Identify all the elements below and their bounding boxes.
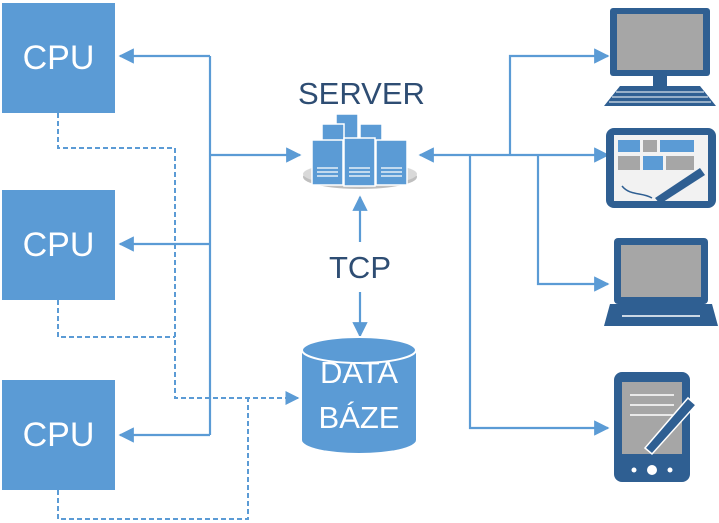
cpu-box-2: CPU (2, 190, 115, 300)
cpu-label: CPU (22, 38, 95, 77)
protocol-label: TCP (329, 250, 391, 285)
database-label-line-2: BÁZE (318, 400, 400, 435)
database-label-line-1: DATA (319, 355, 399, 390)
laptop-icon (604, 238, 718, 326)
cpu-label: CPU (22, 415, 95, 454)
server-label: SERVER (298, 76, 425, 111)
cpu-label: CPU (22, 225, 95, 264)
pda-icon (614, 372, 698, 482)
tablet-icon (606, 128, 716, 208)
cpu-box-3: CPU (2, 380, 115, 490)
cpu-box-1: CPU (2, 3, 115, 113)
server-cpu-links (118, 48, 302, 443)
database-icon (301, 336, 417, 453)
monitor-icon (604, 8, 716, 106)
server-icon (303, 113, 417, 189)
server-device-links (418, 48, 610, 436)
dashed-links (57, 113, 300, 520)
